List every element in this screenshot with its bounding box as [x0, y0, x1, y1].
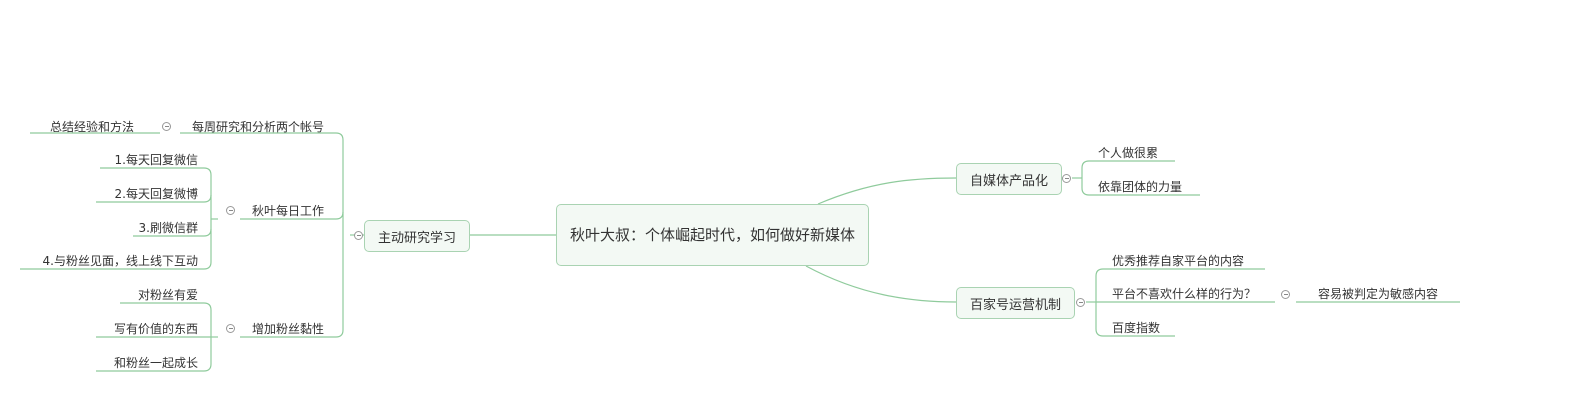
leaf-fans-2[interactable]: 写有价值的东西 [96, 321, 198, 337]
subtopic-daily-work[interactable]: 秋叶每日工作 [244, 203, 324, 219]
root-topic-label: 秋叶大叔：个体崛起时代，如何做好新媒体 [569, 226, 855, 244]
leaf-label: 优秀推荐自家平台的内容 [1112, 254, 1245, 268]
collapse-toggle-icon[interactable] [226, 206, 235, 215]
subtopic-label: 每周研究和分析两个帐号 [191, 120, 324, 134]
leaf-label: 个人做很累 [1098, 146, 1159, 160]
subtopic-fan-stickiness[interactable]: 增加粉丝黏性 [244, 321, 324, 337]
leaf-label: 容易被判定为敏感内容 [1318, 287, 1439, 301]
collapse-toggle-icon[interactable] [1076, 298, 1085, 307]
leaf-label: 4.与粉丝见面，线上线下互动 [42, 254, 198, 268]
main-topic-self-media[interactable]: 自媒体产品化 [956, 163, 1062, 195]
root-topic[interactable]: 秋叶大叔：个体崛起时代，如何做好新媒体 [556, 204, 869, 266]
leaf-label: 和粉丝一起成长 [113, 356, 198, 370]
collapse-toggle-icon[interactable] [226, 324, 235, 333]
leaf-label: 百度指数 [1112, 321, 1161, 335]
leaf-label: 总结经验和方法 [49, 120, 134, 134]
leaf-personal-tired[interactable]: 个人做很累 [1098, 145, 1158, 161]
collapse-toggle-icon[interactable] [162, 122, 171, 131]
leaf-daily-4[interactable]: 4.与粉丝见面，线上线下互动 [20, 253, 198, 269]
collapse-toggle-icon[interactable] [1281, 290, 1290, 299]
subtopic-disliked-behavior[interactable]: 平台不喜欢什么样的行为？ [1112, 286, 1256, 302]
leaf-label: 2.每天回复微博 [114, 187, 198, 201]
leaf-daily-2[interactable]: 2.每天回复微博 [100, 186, 198, 202]
subtopic-weekly-research[interactable]: 每周研究和分析两个帐号 [182, 119, 324, 135]
leaf-fans-1[interactable]: 对粉丝有爱 [100, 287, 198, 303]
leaf-label: 3.刷微信群 [138, 221, 198, 235]
leaf-recommend-own[interactable]: 优秀推荐自家平台的内容 [1112, 253, 1244, 269]
subtopic-label: 增加粉丝黏性 [251, 322, 324, 336]
leaf-summary[interactable]: 总结经验和方法 [30, 119, 134, 135]
main-topic-left-label: 主动研究学习 [377, 230, 456, 246]
subtopic-label: 平台不喜欢什么样的行为？ [1112, 287, 1257, 301]
leaf-fans-3[interactable]: 和粉丝一起成长 [96, 355, 198, 371]
main-topic-left[interactable]: 主动研究学习 [364, 220, 470, 252]
subtopic-label: 秋叶每日工作 [251, 204, 324, 218]
leaf-baidu-index[interactable]: 百度指数 [1112, 320, 1160, 336]
leaf-daily-1[interactable]: 1.每天回复微信 [100, 152, 198, 168]
leaf-label: 对粉丝有爱 [137, 288, 198, 302]
main-topic-label: 自媒体产品化 [969, 173, 1048, 189]
leaf-sensitive-content[interactable]: 容易被判定为敏感内容 [1318, 286, 1438, 302]
leaf-label: 1.每天回复微信 [114, 153, 198, 167]
leaf-team-power[interactable]: 依靠团体的力量 [1098, 179, 1182, 195]
main-topic-label: 百家号运营机制 [969, 297, 1061, 313]
collapse-toggle-icon[interactable] [354, 231, 363, 240]
leaf-label: 依靠团体的力量 [1098, 180, 1183, 194]
main-topic-baijiahao[interactable]: 百家号运营机制 [956, 287, 1075, 319]
collapse-toggle-icon[interactable] [1062, 174, 1071, 183]
leaf-daily-3[interactable]: 3.刷微信群 [100, 220, 198, 236]
leaf-label: 写有价值的东西 [113, 322, 198, 336]
